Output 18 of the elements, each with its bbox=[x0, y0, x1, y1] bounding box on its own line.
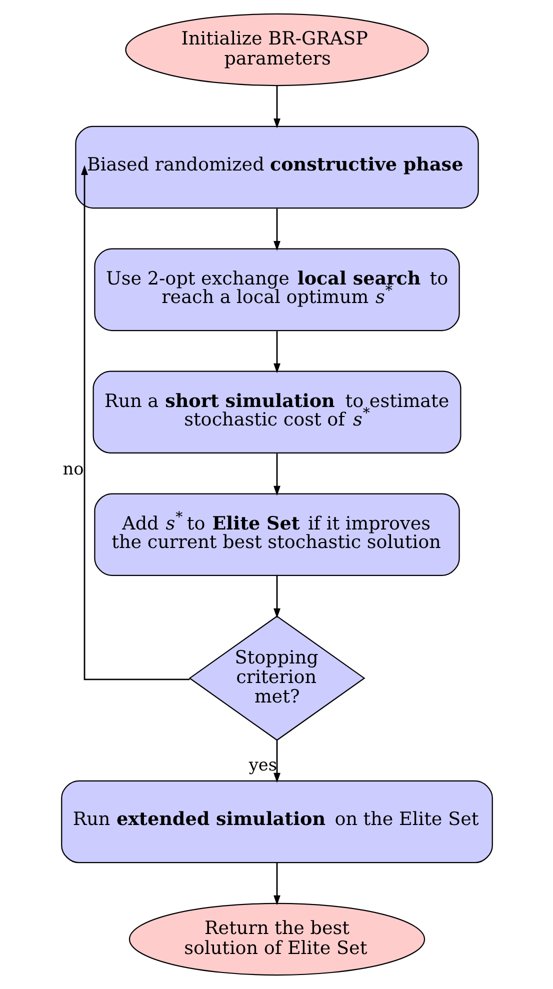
edge-label: no bbox=[62, 458, 84, 479]
node-box: Use 2-opt exchange local search to reach a local optimum s$^{*}$ bbox=[94, 248, 460, 332]
node-box: Add s$^{*}$ to Elite Set if it improves the current best stochastic solution bbox=[94, 493, 460, 576]
node-diamond: Stopping criterion met? bbox=[188, 616, 365, 741]
edge-label: yes bbox=[248, 754, 277, 774]
arrow bbox=[273, 862, 280, 906]
arrow bbox=[273, 454, 280, 496]
node-ellipse: Initialize BR-GRASP parameters bbox=[124, 13, 428, 86]
arrow bbox=[273, 576, 280, 618]
node-box: Run extended simulation on the Elite Set bbox=[60, 780, 492, 864]
arrow bbox=[273, 740, 280, 783]
node-ellipse: Return the best solution of Elite Set bbox=[128, 902, 425, 976]
arrow bbox=[273, 331, 280, 374]
node-box: Run a short simulation to estimate stochastic cost of s$^{*}$ bbox=[92, 370, 461, 454]
arrow bbox=[80, 165, 190, 680]
arrow bbox=[273, 208, 280, 251]
arrow bbox=[273, 86, 280, 128]
node-box: Biased randomized constructive phase bbox=[74, 126, 478, 209]
